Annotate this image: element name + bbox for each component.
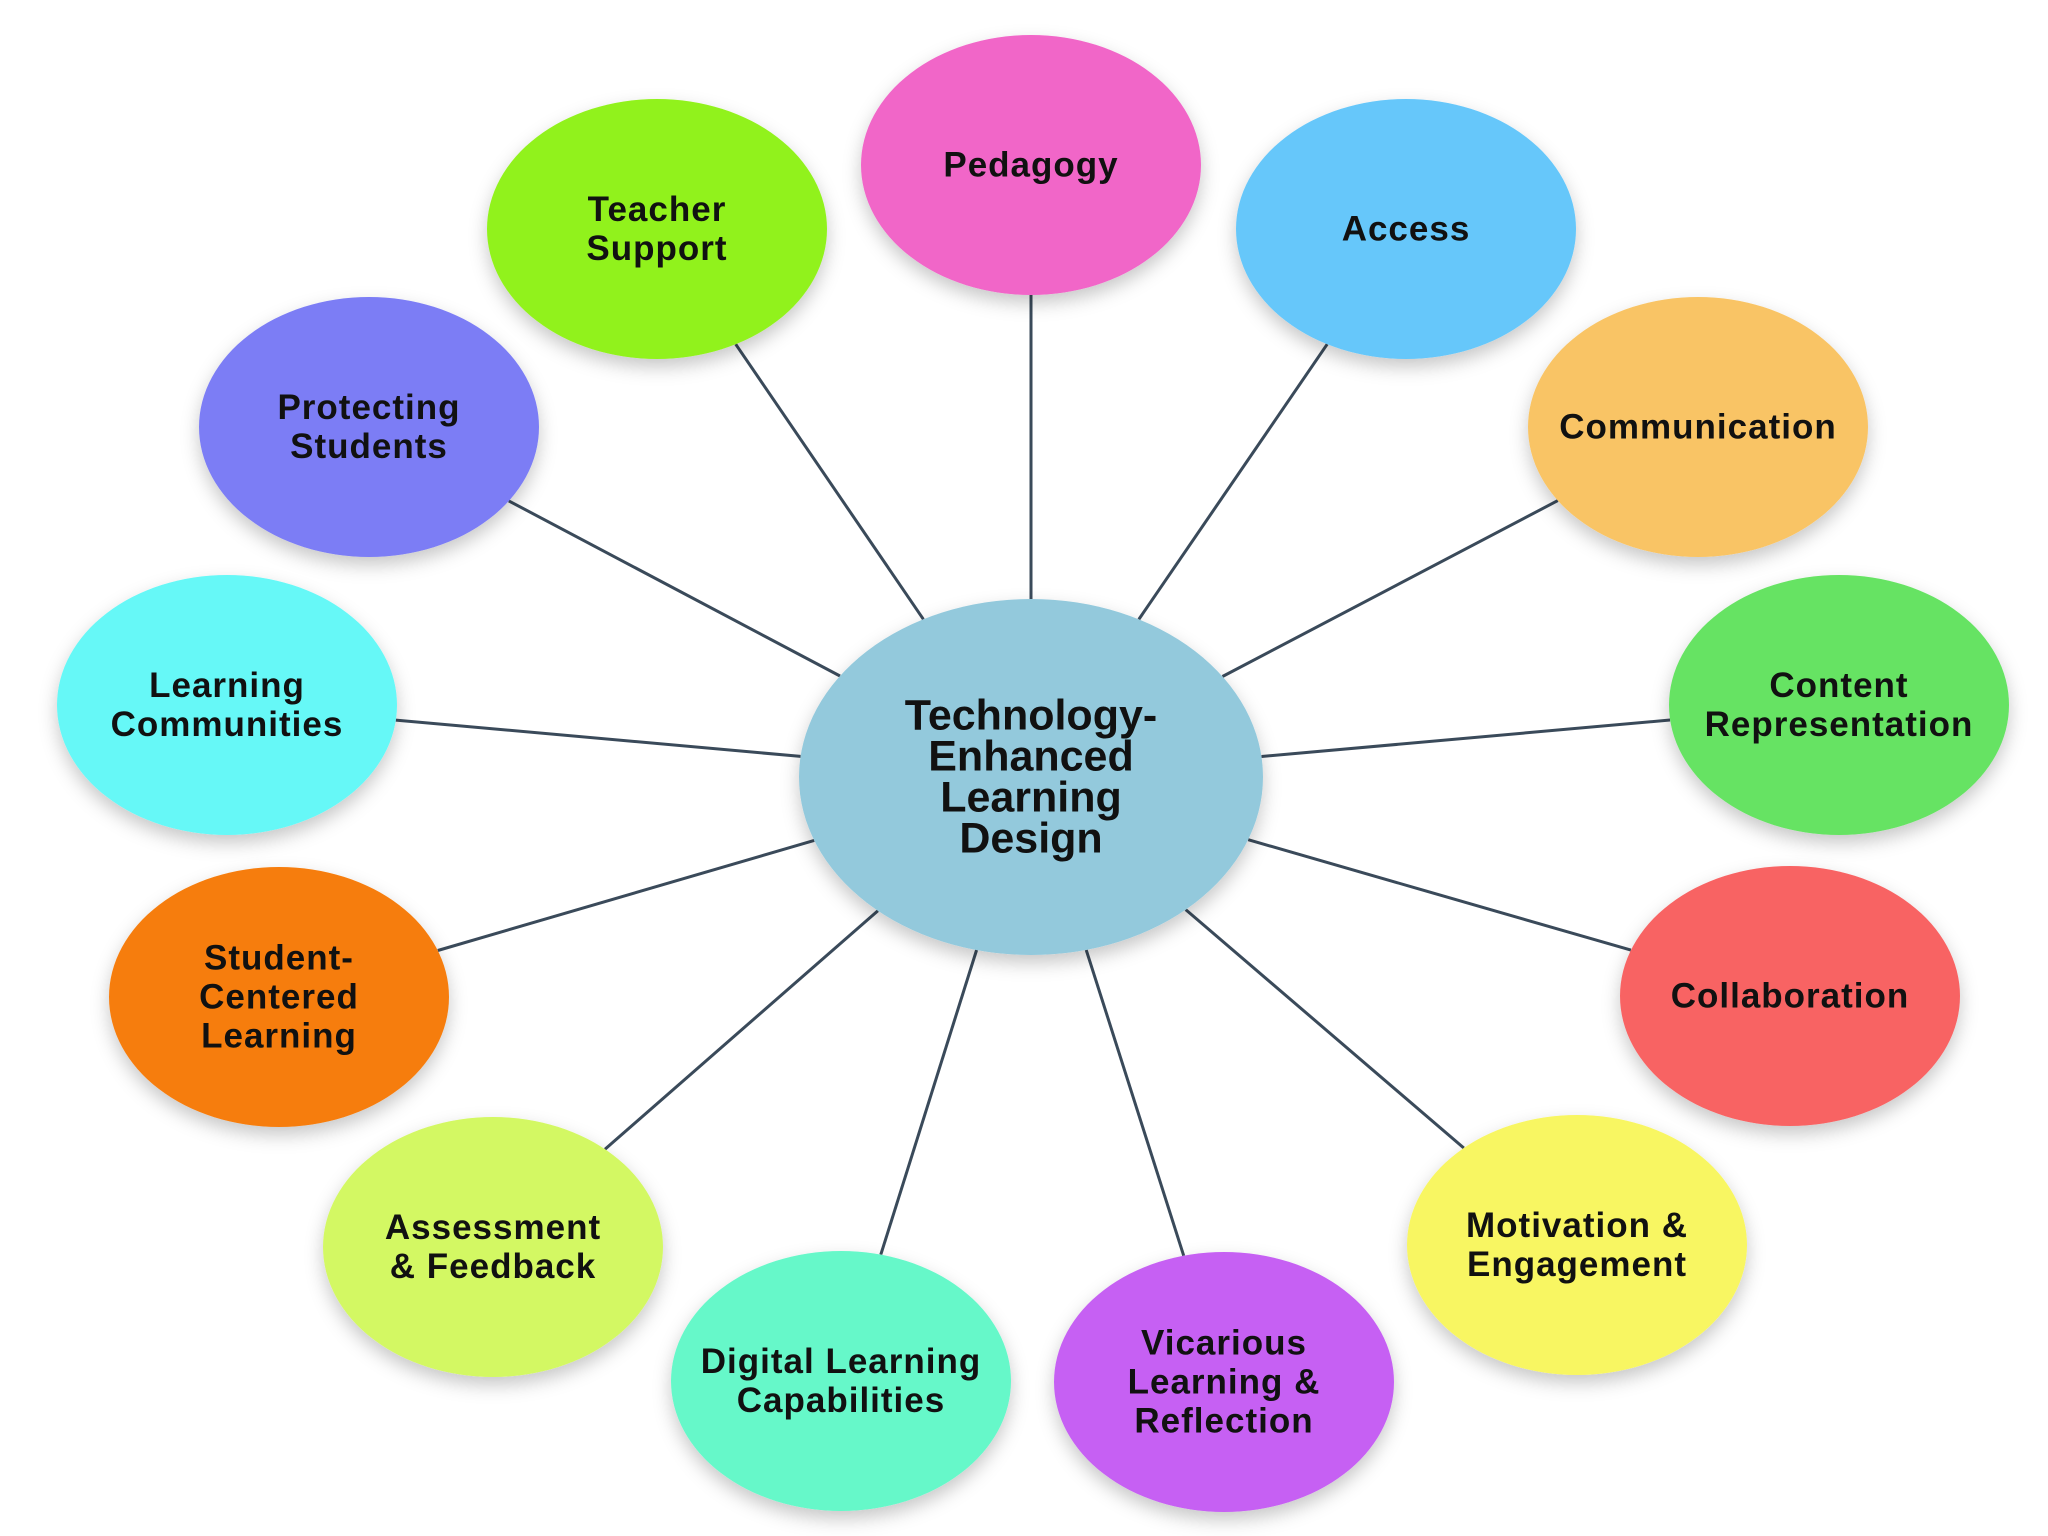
node-pedagogy-circle xyxy=(861,35,1201,295)
node-assessment-feedback-label-line-2: & Feedback xyxy=(390,1247,596,1286)
connector-learning-communities xyxy=(395,718,801,758)
node-teacher-support-label-line-2: Support xyxy=(586,229,727,268)
node-collaboration: Collaboration xyxy=(1620,866,1960,1126)
node-communication: Communication xyxy=(1528,297,1868,557)
node-motivation-engagement: Motivation &Engagement xyxy=(1407,1115,1747,1375)
node-pedagogy-label-line-1: Pedagogy xyxy=(943,146,1118,185)
connector-lines xyxy=(395,295,1671,1257)
node-learning-communities-label-line-1: Learning xyxy=(149,666,305,705)
connector-access xyxy=(1137,343,1329,621)
connector-digital-learning-capabilities xyxy=(879,949,979,1256)
node-content-representation-label-line-2: Representation xyxy=(1705,705,1974,744)
node-student-centered-learning-label-line-2: Centered xyxy=(199,978,359,1017)
node-access-label-line-1: Access xyxy=(1342,210,1471,249)
connector-protecting-students xyxy=(508,499,841,678)
node-access-circle xyxy=(1236,99,1576,359)
node-motivation-engagement-circle xyxy=(1407,1115,1747,1375)
node-assessment-feedback: Assessment& Feedback xyxy=(323,1117,663,1377)
node-content-representation-circle xyxy=(1669,575,2009,835)
connector-content-representation xyxy=(1261,718,1671,758)
node-digital-learning-capabilities-label-line-1: Digital Learning xyxy=(701,1342,981,1381)
connector-vicarious-learning-reflection xyxy=(1084,949,1186,1257)
node-learning-communities-circle xyxy=(57,575,397,835)
node-collaboration-label-line-1: Collaboration xyxy=(1671,977,1910,1016)
connector-collaboration xyxy=(1247,838,1632,952)
center-hub-label-line-4: Design xyxy=(959,815,1102,863)
node-vicarious-learning-reflection-label-line-2: Learning & xyxy=(1128,1363,1321,1402)
node-vicarious-learning-reflection-label-line-1: Vicarious xyxy=(1141,1324,1307,1363)
connector-communication xyxy=(1221,499,1559,678)
node-digital-learning-capabilities-circle xyxy=(671,1251,1011,1511)
node-pedagogy: Pedagogy xyxy=(861,35,1201,295)
center-hub-label-line-3: Learning xyxy=(940,774,1122,822)
node-student-centered-learning-label-line-1: Student- xyxy=(204,939,354,978)
node-learning-communities-label-line-2: Communities xyxy=(111,705,344,744)
connector-teacher-support xyxy=(734,343,925,621)
node-assessment-feedback-label-line-1: Assessment xyxy=(385,1208,601,1247)
node-protecting-students-label-line-2: Students xyxy=(290,427,448,466)
node-motivation-engagement-label-line-1: Motivation & xyxy=(1466,1206,1688,1245)
connector-student-centered-learning xyxy=(437,838,815,952)
node-communication-label-line-1: Communication xyxy=(1559,408,1836,447)
node-motivation-engagement-label-line-2: Engagement xyxy=(1467,1245,1687,1284)
node-content-representation-label-line-1: Content xyxy=(1769,666,1908,705)
connector-assessment-feedback xyxy=(604,909,879,1151)
center-hub-circle xyxy=(799,599,1263,955)
center-hub-label-line-1: Technology- xyxy=(905,692,1157,740)
satellite-nodes: PedagogyAccessCommunicationContentRepres… xyxy=(57,35,2009,1512)
node-teacher-support-circle xyxy=(487,99,827,359)
node-teacher-support-label-line-1: Teacher xyxy=(588,190,727,229)
node-protecting-students-label-line-1: Protecting xyxy=(277,388,460,427)
node-communication-circle xyxy=(1528,297,1868,557)
node-vicarious-learning-reflection-label-line-3: Reflection xyxy=(1134,1402,1313,1441)
node-student-centered-learning-label-line-3: Learning xyxy=(201,1017,357,1056)
connector-motivation-engagement xyxy=(1184,908,1465,1150)
node-protecting-students-circle xyxy=(199,297,539,557)
node-vicarious-learning-reflection-circle xyxy=(1054,1252,1394,1512)
node-assessment-feedback-circle xyxy=(323,1117,663,1377)
node-digital-learning-capabilities-label-line-2: Capabilities xyxy=(737,1381,945,1420)
node-collaboration-circle xyxy=(1620,866,1960,1126)
center-hub-label-line-2: Enhanced xyxy=(928,733,1134,781)
node-access: Access xyxy=(1236,99,1576,359)
node-student-centered-learning-circle xyxy=(109,867,449,1127)
